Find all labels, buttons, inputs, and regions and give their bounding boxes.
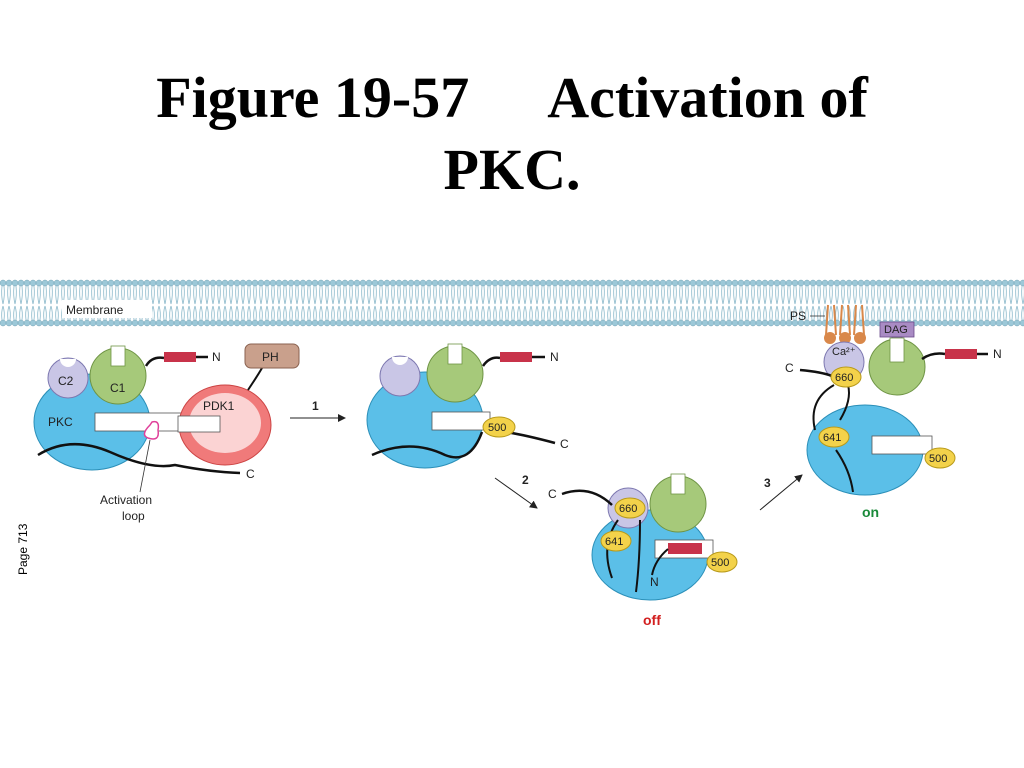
state-off-label: off [643, 612, 661, 628]
c2-label: C2 [58, 374, 74, 388]
pkc-stage-on: PS DAG Ca²⁺ N C 660 641 50 [785, 304, 1002, 520]
figure-caption-line2: PKC. [443, 137, 581, 202]
site-500 [924, 447, 956, 469]
c1-domain: C1 [89, 345, 147, 405]
activation-loop-label: Activation [100, 493, 152, 507]
state-on-label: on [862, 504, 879, 520]
activation-loop-label-2: loop [122, 509, 145, 523]
site-660-label: 660 [619, 503, 637, 515]
pseudosubstrate-bound [668, 543, 702, 554]
figure-number: Figure 19-57 [156, 65, 470, 130]
pkc-stage-off: N C 660 641 500 off [548, 473, 738, 628]
pdk1: PDK1 PH [177, 343, 300, 466]
n-terminus-label: N [550, 350, 559, 364]
step-2-arrow: 2 [494, 473, 538, 509]
ph-domain [244, 343, 300, 369]
pkc-activation-diagram: Membrane PKC C2 C1 N C Activation loop [0, 260, 1024, 628]
membrane-label: Membrane [66, 303, 124, 317]
pkc-stage-1: PKC C2 C1 N C Activation loop [33, 343, 300, 523]
site-660 [830, 366, 862, 388]
step-1-label: 1 [312, 399, 319, 413]
step-3-label: 3 [764, 476, 771, 490]
step-1-arrow: 1 [290, 399, 346, 422]
c-terminus-label: C [246, 467, 255, 481]
dag-label: DAG [884, 324, 908, 336]
site-500 [482, 416, 516, 438]
c1-label: C1 [110, 381, 126, 395]
step-2-label: 2 [522, 473, 529, 487]
ps-label: PS [790, 309, 806, 323]
pkc-label: PKC [48, 415, 73, 429]
site-641-label: 641 [823, 432, 841, 444]
c2-domain: C2 [47, 357, 89, 399]
site-500 [706, 551, 738, 573]
n-terminus-label: N [650, 575, 659, 589]
c-terminus-label: C [560, 437, 569, 451]
ph-label: PH [262, 350, 279, 364]
n-terminus-label: N [993, 347, 1002, 361]
slide-title: Figure 19-57 Activation of PKC. [0, 62, 1024, 206]
site-500-label: 500 [488, 422, 506, 434]
pdk1-label: PDK1 [203, 399, 235, 413]
phosphatidylserine: PS [790, 304, 866, 344]
pkc-stage-2: N C 500 [366, 343, 569, 469]
figure-caption-line1: Activation of [547, 65, 868, 130]
site-641-label: 641 [605, 536, 623, 548]
step-3-arrow: 3 [759, 474, 803, 511]
pseudosubstrate [164, 352, 196, 362]
membrane: Membrane [0, 260, 1024, 340]
site-641 [818, 426, 850, 448]
n-terminus-label: N [212, 350, 221, 364]
site-500-label: 500 [711, 557, 729, 569]
site-660 [614, 497, 646, 519]
c-terminus-label: C [548, 487, 557, 501]
c-terminus-label: C [785, 361, 794, 375]
site-641 [600, 530, 632, 552]
calcium-label: Ca²⁺ [832, 346, 856, 358]
site-660-label: 660 [835, 372, 853, 384]
site-500-label: 500 [929, 453, 947, 465]
activation-loop [143, 420, 160, 440]
